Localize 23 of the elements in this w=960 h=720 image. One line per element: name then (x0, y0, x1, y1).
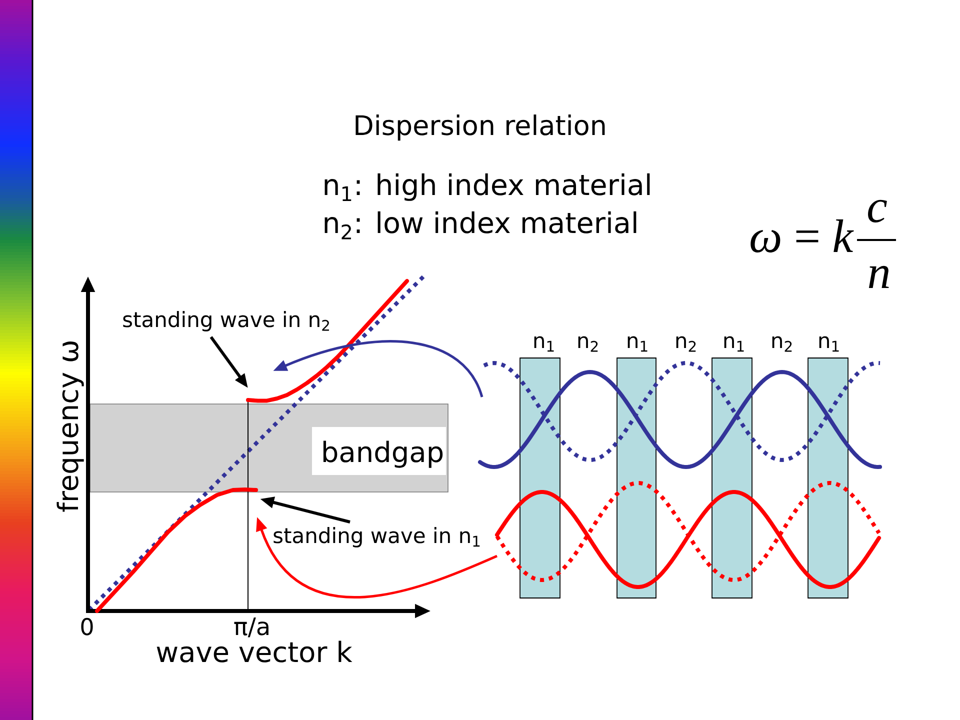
index-label: n$_{2}$ (578, 336, 598, 352)
tick-label: π/a (234, 618, 268, 638)
formula-text: n (868, 266, 889, 288)
axis-label: frequency ω (56, 342, 84, 512)
tick-label: 0 (81, 618, 93, 636)
index-label: n$_{1}$ (819, 336, 839, 352)
index-label: n$_{2}$ (772, 336, 792, 352)
annotation-text: standing wave in n$_{2}$ (123, 311, 329, 332)
annotation-text: standing wave in n$_{1}$ (274, 527, 480, 548)
sine-waves (478, 361, 882, 469)
index-label: n$_{1}$ (534, 336, 554, 352)
formula-text: ω = k (750, 219, 854, 252)
sine-waves (495, 481, 881, 589)
dispersion-curve (95, 488, 258, 613)
index-label: n$_{2}$ (676, 336, 696, 352)
index-label: n$_{1}$ (724, 336, 744, 352)
index-label: n$_{1}$ (628, 336, 648, 352)
band-label: bandgap (312, 427, 446, 475)
formula-text: c (868, 200, 887, 222)
title: Dispersion relation (356, 114, 605, 141)
definition-text: n$_{1}$: high index material (324, 173, 650, 201)
definition-text: n$_{2}$: low index material (324, 211, 636, 240)
axis-label: wave vector k (156, 640, 352, 662)
